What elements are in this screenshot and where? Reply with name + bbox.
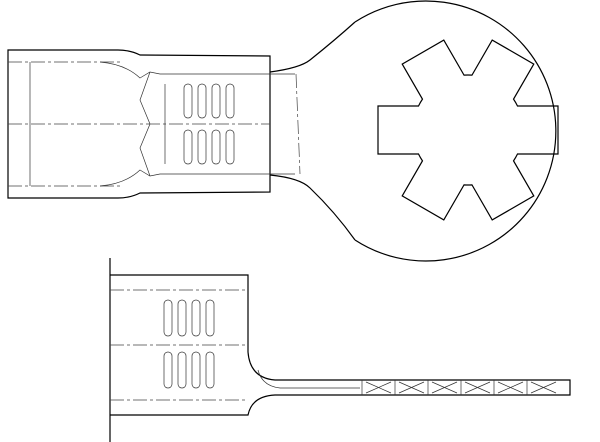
barrel-outline: [7, 49, 271, 199]
rib: [191, 351, 201, 389]
rib: [197, 83, 207, 119]
rib: [163, 299, 173, 337]
ribs: [163, 299, 215, 389]
tooth-x: [497, 381, 524, 394]
star-hole: [377, 39, 559, 221]
tooth-x: [464, 381, 491, 394]
tooth-x: [365, 381, 392, 394]
rib: [225, 129, 235, 165]
rib: [205, 351, 215, 389]
rib: [183, 129, 193, 165]
bend-line: [257, 369, 360, 389]
tooth-x: [398, 381, 425, 394]
rib: [177, 351, 187, 389]
side-barrel: [110, 274, 571, 416]
rib: [183, 83, 193, 119]
ribs: [164, 83, 235, 165]
crimp-fold: [139, 71, 151, 177]
tooth-x: [530, 381, 557, 394]
rib: [191, 299, 201, 337]
side-view: [109, 258, 571, 442]
tongue-teeth: [361, 380, 557, 395]
rib: [205, 299, 215, 337]
top-view: [7, 0, 559, 262]
neck-upper: [269, 21, 356, 73]
ring-outline: [354, 0, 557, 262]
neck-lower: [269, 174, 356, 241]
rib: [177, 299, 187, 337]
rib: [211, 129, 221, 165]
neck-line: [295, 73, 301, 175]
tooth-x: [431, 381, 458, 394]
crimp-lower: [99, 169, 295, 187]
rib: [197, 129, 207, 165]
rib: [225, 83, 235, 119]
crimp-upper: [99, 61, 295, 79]
rib: [163, 351, 173, 389]
rib: [211, 83, 221, 119]
